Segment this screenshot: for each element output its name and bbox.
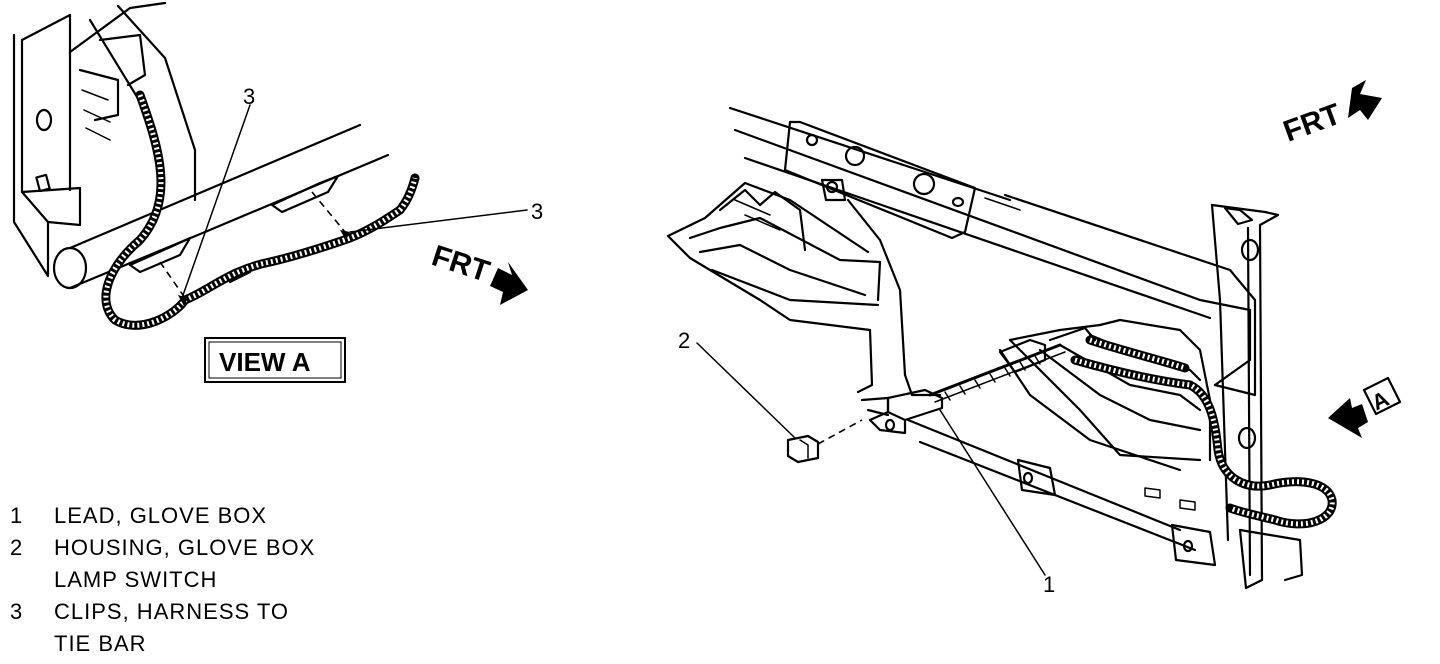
view-a-bracket (12, 1, 197, 278)
legend-item-3: 3 CLIPS, HARNESS TO TIE BAR (10, 596, 315, 660)
main-tie-bar (728, 106, 1257, 397)
callout-2: 2 (678, 328, 690, 353)
lamp-switch-mount (860, 388, 944, 435)
frt-arrow-left-icon (490, 262, 528, 305)
view-a-harness (101, 90, 420, 330)
legend-text: HOUSING, GLOVE BOX LAMP SWITCH (54, 535, 316, 592)
main-assembly: 1 2 FRT A (666, 80, 1402, 597)
callout-3-top-leader (181, 104, 251, 299)
callout-1: 1 (1043, 572, 1055, 597)
callout-3-right-leader (349, 209, 528, 233)
callout-2-leader (696, 342, 796, 439)
view-a-title: VIEW A (219, 347, 311, 377)
parts-legend: 1 LEAD, GLOVE BOX 2 HOUSING, GLOVE BOX L… (10, 500, 315, 660)
main-duct (666, 181, 942, 397)
callout-3-right: 3 (531, 199, 543, 224)
view-a-clips (128, 174, 350, 306)
main-lower-bar (906, 418, 1217, 567)
legend-number: 1 (10, 503, 24, 528)
view-a-detail: 3 3 FRT VIEW A (12, 1, 543, 383)
legend-number: 2 (10, 535, 24, 560)
legend-number: 3 (10, 599, 24, 624)
legend-item-1: 1 LEAD, GLOVE BOX (10, 500, 315, 532)
view-a-direction-arrow: A (1328, 376, 1402, 438)
frt-arrow-top-right: FRT (1279, 80, 1382, 149)
callout-1-leader (939, 409, 1046, 576)
frt-arrow-left: FRT (428, 239, 528, 305)
callout-3-top: 3 (243, 84, 255, 109)
glove-box-lead (928, 326, 1097, 403)
view-a-label: VIEW A (204, 337, 346, 383)
frt-arrow-top-right-icon (1348, 80, 1382, 120)
frt-label-left: FRT (428, 239, 494, 288)
frt-label-top-right: FRT (1279, 98, 1345, 149)
legend-item-2: 2 HOUSING, GLOVE BOX LAMP SWITCH (10, 532, 315, 596)
main-harness (1070, 335, 1337, 529)
legend-text: LEAD, GLOVE BOX (54, 503, 268, 528)
lamp-switch-housing (786, 419, 863, 464)
view-a-arrow-icon (1328, 398, 1368, 438)
main-right-bracket (1210, 203, 1304, 590)
view-a-tie-bar (52, 123, 390, 290)
main-lower-duct (998, 298, 1252, 472)
legend-text: CLIPS, HARNESS TO TIE BAR (54, 599, 290, 656)
